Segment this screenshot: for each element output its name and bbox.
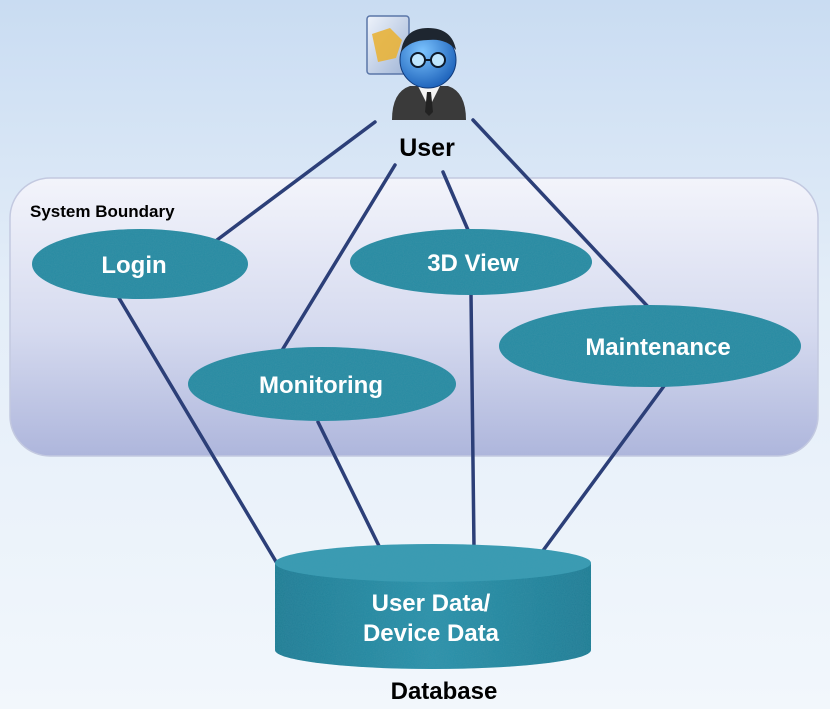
system-boundary-label: System Boundary [30,202,175,221]
connector-maintenance-database [540,384,666,554]
database[interactable]: User Data/ Device Data [275,544,591,669]
hair [401,28,456,52]
actor-label: User [399,134,455,162]
database-cylinder-top [275,544,591,582]
use-case-login-label: Login [101,252,166,279]
use-case-monitoring-label: Monitoring [259,372,383,399]
database-label-line-1: User Data/ [372,590,491,617]
connectors [117,118,666,567]
use-case-maintenance[interactable]: Maintenance [499,305,801,387]
database-cylinder-body [275,563,591,669]
use-case-login-shape [32,229,248,299]
connector-login-database [117,296,280,567]
use-case-maintenance-shape [499,305,801,387]
glasses-left-lens [410,52,426,68]
database-caption: Database [391,678,498,705]
connector-user-login [215,120,377,242]
use-case-3d-view-label: 3D View [427,250,519,277]
use-case-monitoring[interactable]: Monitoring [188,347,456,421]
connector-user-monitoring [279,163,397,354]
database-label-line-2: Device Data [363,620,500,647]
glasses-right-lens [430,52,446,68]
use-case-3d-view[interactable]: 3D View [350,229,592,295]
use-case-monitoring-shape [188,347,456,421]
connector-user-maintenance [471,118,653,312]
user-with-document-icon[interactable] [366,15,466,120]
use-case-maintenance-label: Maintenance [585,334,730,361]
document-image-mark [372,28,402,62]
tie [425,92,433,116]
use-case-3d-view-shape [350,229,592,295]
connector-user-3d-view [441,170,470,232]
connector-3d-view-database [469,292,476,550]
use-case-login[interactable]: Login [32,229,248,299]
connector-monitoring-database [316,420,382,550]
